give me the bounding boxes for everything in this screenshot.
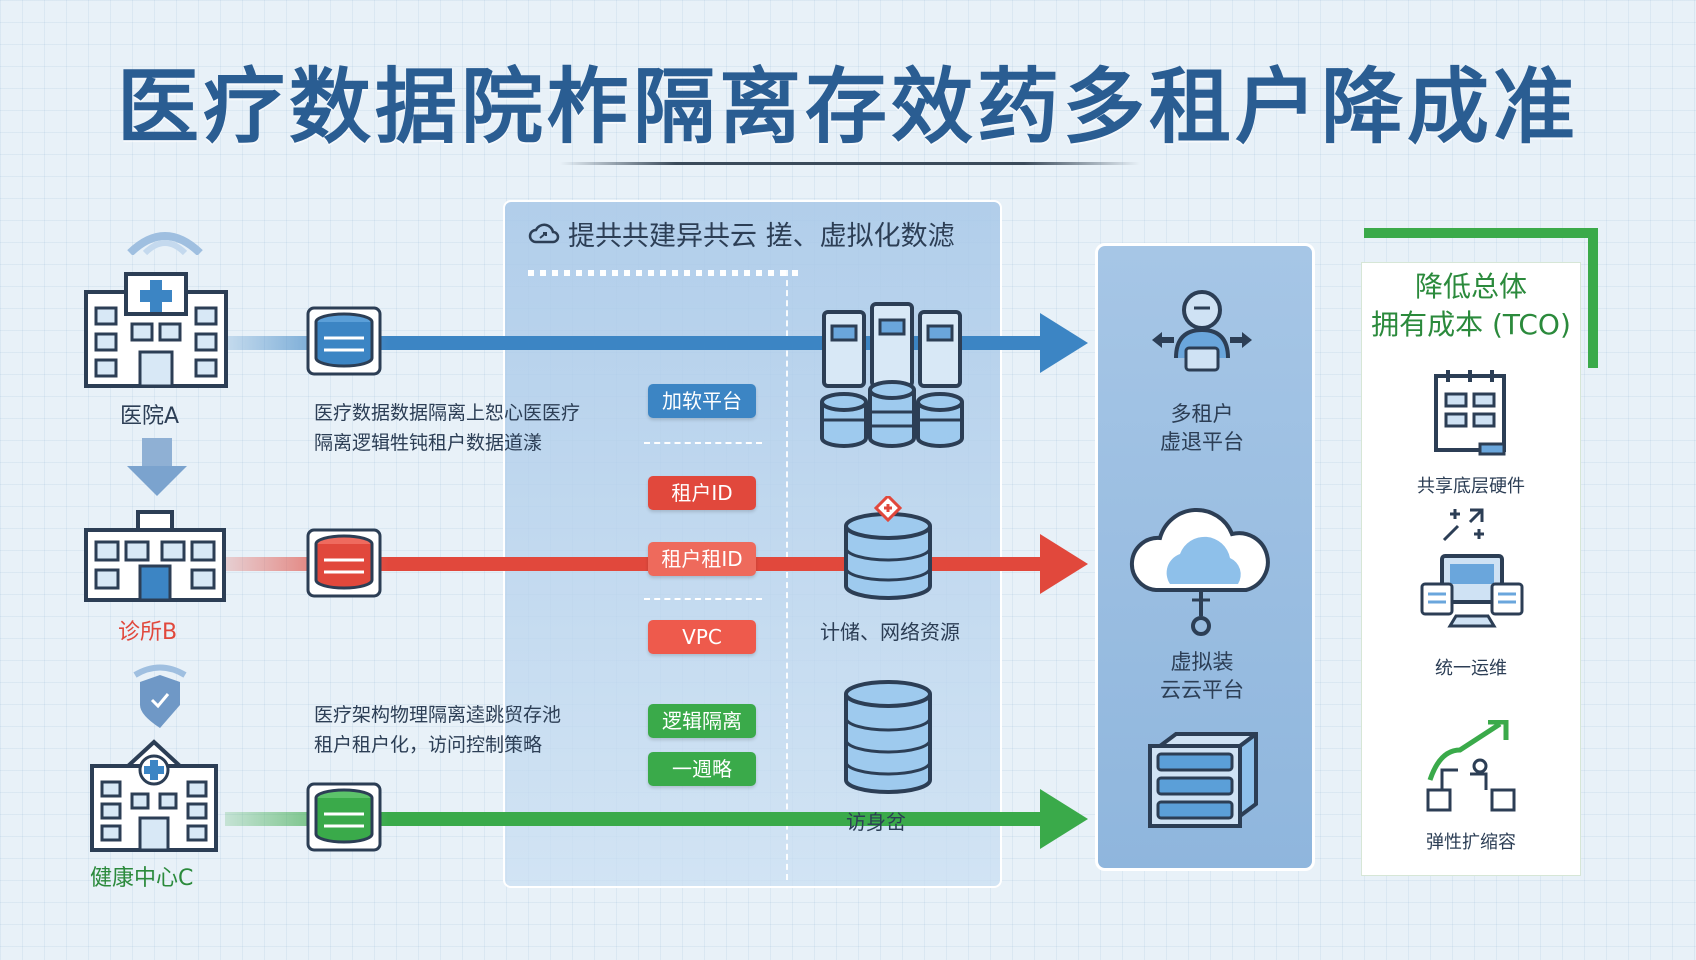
down-arrow-icon [122,438,192,502]
tenant-a-database-icon [306,306,382,380]
resource-label: 计储、网络资源 [820,620,960,644]
panel-divider [786,270,788,880]
tco-elastic-scaling-label: 弹性扩缩容 [1426,832,1516,853]
medical-database-icon [842,493,934,606]
desc-bottom-line2: 租户租户化，访问控制策略 [314,734,543,756]
admin-user-icon [1150,288,1254,388]
sync-arrows-icon [1440,504,1492,548]
tco-unified-ops-label: 统一运维 [1435,658,1507,679]
tenant-b-label: 诊所B [118,620,178,645]
cloud-line1: 虚拟装 [1170,650,1234,674]
server-rack-icon [1146,730,1262,834]
database-stack-icon [842,680,934,800]
title-divider [560,162,1140,165]
virtual-cloud-platform-label: 虚拟装 云云平台 [1095,648,1309,704]
health-center-building-icon [88,738,220,856]
tenant-c-label: 健康中心C [90,866,194,891]
cloud-link-icon [528,220,562,255]
tenant-c-arrowhead [1040,789,1088,849]
tco-accent-bar [1364,228,1598,238]
tag-vpc: VPC [648,620,756,654]
dotted-flow-line [528,270,798,276]
tag-tenant-id: 租户ID [648,476,756,510]
hospital-building-icon [82,272,230,392]
tag-software-platform: 加软平台 [648,384,756,418]
cloud-line2: 云云平台 [1160,678,1244,702]
tenant-b-database-icon [306,528,382,602]
page-title: 医疗数据院柞隔离存效药多租户降成准 [116,60,1579,155]
isolation-description-top: 医疗数据数据隔离上恕心医医疗 隔离逻辑牲钝租户数据道漾 [314,398,580,458]
wifi-signal-icon [125,225,205,259]
shared-hardware-icon [1430,368,1514,460]
unified-ops-computer-icon [1420,554,1524,634]
tag-unified-strategy: 一週略 [648,752,756,786]
multi-tenant-line2: 虚退平台 [1160,430,1244,454]
tag-divider [644,442,762,444]
tco-title-line1: 降低总体 [1414,270,1527,303]
shared-platform-title: 提共共建异共云 搓、虚拟化数滤 [528,214,955,255]
multi-tenant-platform-label: 多租户 虚退平台 [1095,400,1309,456]
tco-title: 降低总体 拥有成本 (TCO) [1362,268,1580,344]
tenant-a-label: 医院A [120,404,180,429]
shared-platform-title-text: 提共共建异共云 搓、虚拟化数滤 [568,221,955,252]
tco-accent-bar-side [1588,228,1598,368]
isolation-description-bottom: 医疗架构物理隔离逵跳贸存池 租户租户化，访问控制策略 [314,700,561,760]
elastic-scaling-icon [1424,719,1520,818]
tco-shared-hardware-label: 共享底层硬件 [1417,476,1525,497]
tenant-c-flow-arrow [225,812,1045,826]
desc-top-line2: 隔离逻辑牲钝租户数据道漾 [314,432,543,454]
tag-divider [644,598,762,600]
tag-logical-isolation: 逻辑隔离 [648,704,756,738]
desc-bottom-line1: 医疗架构物理隔离逵跳贸存池 [314,704,562,726]
shield-icon [125,660,195,734]
tco-title-line2: 拥有成本 (TCO) [1371,308,1571,341]
desc-top-line1: 医疗数据数据隔离上恕心医医疗 [314,402,581,424]
access-label: 访身岔 [846,810,906,834]
tenant-a-arrowhead [1040,313,1088,373]
server-database-cluster-icon [818,302,966,456]
clinic-building-icon [82,510,228,606]
cloud-icon [1126,494,1276,644]
tenant-b-flow-arrow [225,557,1045,571]
tenant-b-arrowhead [1040,534,1088,594]
tag-tenant-rental-id: 租户租ID [648,542,756,576]
multi-tenant-line1: 多租户 [1170,402,1234,426]
tenant-c-database-icon [306,782,382,856]
